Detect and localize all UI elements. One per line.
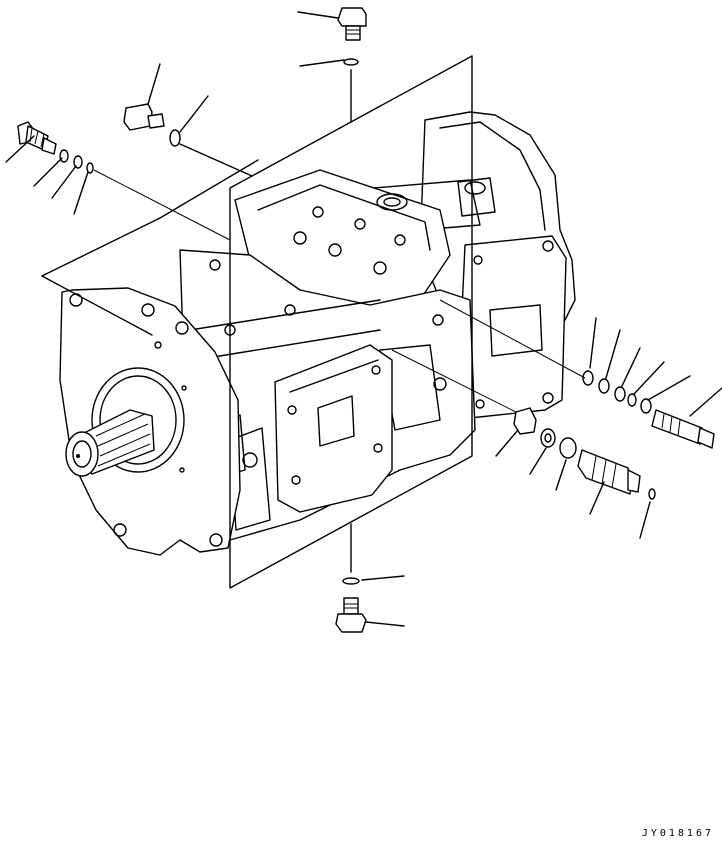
- reference-planes: [41, 55, 473, 589]
- pressure-sensor-left: [5, 121, 231, 241]
- lower-valve-parts: [391, 349, 656, 539]
- left-plug-part: [123, 63, 253, 177]
- right-valve-parts: [439, 299, 722, 449]
- top-oring-part: [299, 58, 359, 123]
- bottom-plug-part: [335, 597, 405, 633]
- bottom-oring-part: [342, 523, 405, 585]
- top-plug-part: [297, 7, 367, 41]
- hydraulic-pump-assembly: [59, 111, 576, 556]
- figure-code: JY018167: [641, 828, 714, 839]
